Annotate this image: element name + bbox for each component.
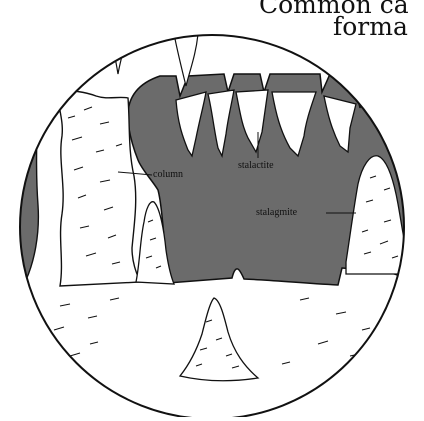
top-right-icicles bbox=[356, 64, 398, 104]
label-column: column bbox=[153, 169, 183, 181]
left-cave-wall bbox=[0, 60, 38, 285]
label-stalactite: stalactite bbox=[238, 160, 274, 172]
column-formation bbox=[58, 90, 140, 286]
label-stalagmite: stalagmite bbox=[256, 207, 297, 219]
